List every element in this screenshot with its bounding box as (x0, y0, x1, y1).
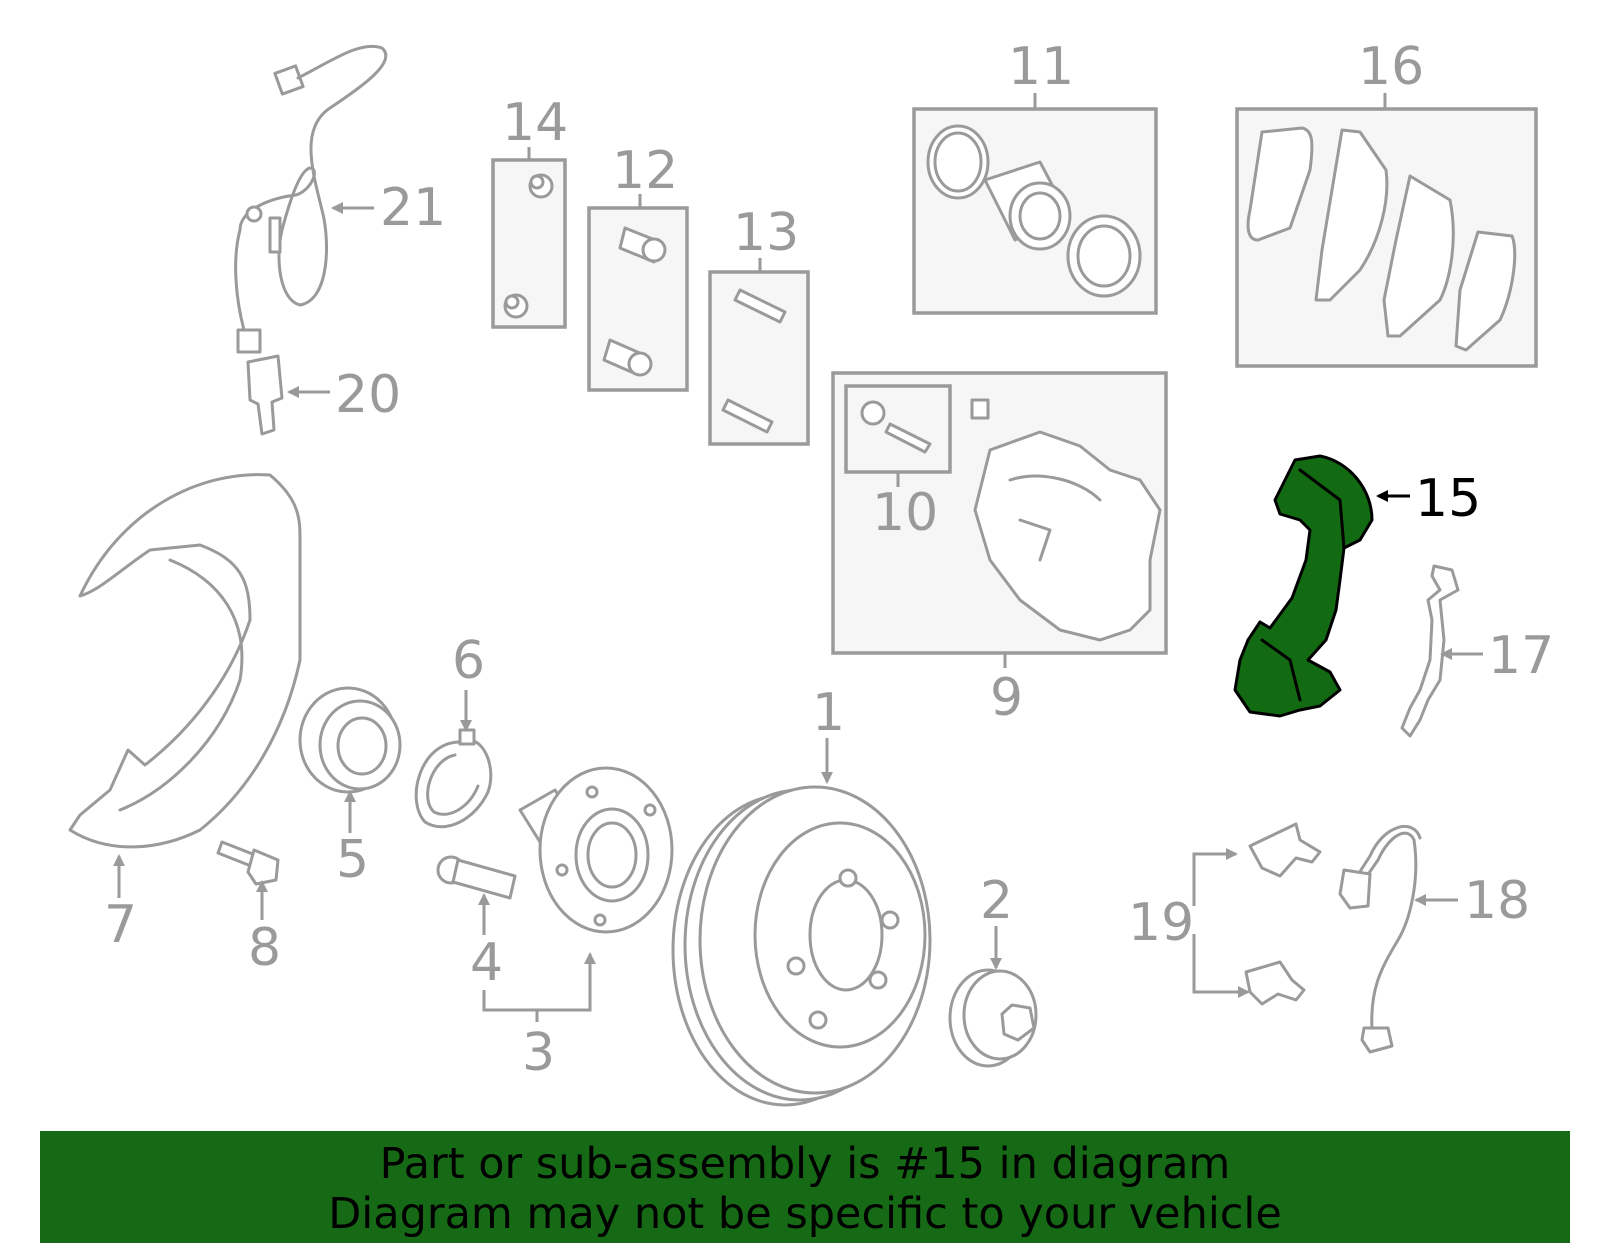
part-11-piston-kit (926, 124, 1142, 298)
part-16-brake-pads (1246, 126, 1517, 352)
leader-19-top (1192, 848, 1238, 906)
callout-12[interactable]: 12 (612, 141, 678, 201)
callout-17[interactable]: 17 (1488, 626, 1554, 686)
part-15-caliper-bracket[interactable] (1233, 454, 1374, 718)
callout-2[interactable]: 2 (980, 871, 1013, 931)
callout-3[interactable]: 3 (522, 1023, 555, 1083)
callout-8[interactable]: 8 (248, 918, 281, 978)
part-2-hub-nut[interactable] (948, 968, 1038, 1068)
callout-13[interactable]: 13 (733, 203, 799, 263)
callout-21[interactable]: 21 (380, 178, 446, 238)
part-7-splash-shield[interactable] (68, 473, 302, 849)
part-9-caliper (973, 430, 1162, 642)
notice-line-2: Diagram may not be specific to your vehi… (328, 1189, 1282, 1239)
callout-4[interactable]: 4 (470, 933, 503, 993)
callout-11[interactable]: 11 (1008, 37, 1074, 97)
part-3-hub[interactable] (518, 766, 674, 934)
part-13-guide-pins (721, 288, 787, 434)
part-10-bleeder-kit (860, 398, 990, 454)
part-1-rotor[interactable] (671, 785, 932, 1107)
callout-9[interactable]: 9 (990, 668, 1023, 728)
part-20-sensor[interactable] (246, 354, 284, 436)
leader-19-bottom (1192, 934, 1250, 998)
callout-18[interactable]: 18 (1464, 871, 1530, 931)
callout-14[interactable]: 14 (502, 93, 568, 153)
part-14-bushings (503, 173, 554, 319)
part-19-clips[interactable] (1244, 822, 1322, 1006)
part-8-bolt[interactable] (216, 840, 280, 886)
part-4-stud[interactable] (436, 855, 517, 900)
callout-6[interactable]: 6 (452, 631, 485, 691)
notice-banner: Part or sub-assembly is #15 in diagram D… (40, 1131, 1570, 1243)
notice-line-1: Part or sub-assembly is #15 in diagram (379, 1139, 1231, 1189)
callout-7[interactable]: 7 (104, 895, 137, 955)
part-18-brake-hose[interactable] (1338, 824, 1422, 1054)
part-6-snap-ring[interactable] (414, 728, 493, 829)
callout-1[interactable]: 1 (812, 683, 845, 743)
callout-5[interactable]: 5 (336, 830, 369, 890)
callout-20[interactable]: 20 (335, 365, 401, 425)
callout-19[interactable]: 19 (1128, 893, 1194, 953)
part-17-spring[interactable] (1400, 564, 1460, 738)
part-5-bearing[interactable] (298, 686, 402, 794)
callout-16[interactable]: 16 (1358, 37, 1424, 97)
callout-15[interactable]: 15 (1415, 469, 1481, 529)
part-12-guide-bushings (602, 226, 667, 377)
part-21-sensor-harness[interactable] (234, 44, 388, 354)
callout-10[interactable]: 10 (872, 483, 938, 543)
